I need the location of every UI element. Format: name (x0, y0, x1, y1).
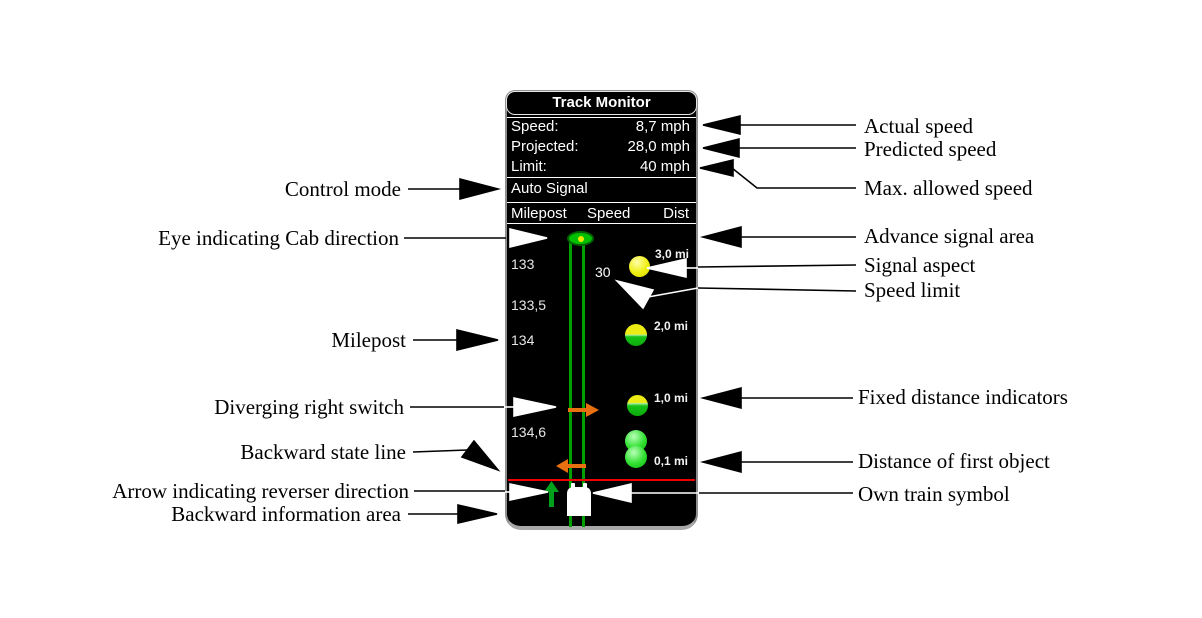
milepost-arrowhead (456, 328, 499, 352)
milepost-value: 134,6 (511, 424, 547, 440)
actual-speed-arrowhead (702, 114, 741, 136)
label-predicted-speed: Predicted speed (864, 137, 997, 161)
speed-info-area: Speed: 8,7 mph Projected: 28,0 mph Limit… (511, 118, 690, 178)
max-speed-arrowhead (699, 158, 734, 178)
backward-state-line (508, 479, 695, 481)
left-rail-line (569, 242, 572, 527)
first-object-arrowhead (699, 450, 742, 474)
speed-value: 8,7 mph (635, 118, 690, 135)
distance-value: 0,1 mi (654, 454, 689, 468)
label-own-train-symbol: Own train symbol (858, 482, 1010, 506)
right-rail-line (582, 242, 585, 527)
label-milepost: Milepost (331, 328, 406, 352)
limit-row: Limit: 40 mph (511, 158, 690, 178)
label-eye-cab-direction: Eye indicating Cab direction (158, 226, 399, 250)
label-signal-aspect: Signal aspect (864, 253, 976, 277)
label-control-mode: Control mode (284, 177, 401, 201)
label-fixed-distance-indicators: Fixed distance indicators (858, 385, 1068, 409)
speed-limit-arrow-line (697, 287, 857, 292)
backward-switch-icon (556, 459, 586, 473)
distance-value: 2,0 mi (654, 319, 689, 333)
backward-state-arrowhead (460, 439, 501, 472)
divider (507, 117, 696, 118)
signal-aspect-icon (629, 256, 650, 277)
divider (507, 223, 696, 224)
milepost-value: 133 (511, 256, 535, 272)
limit-value: 40 mph (639, 158, 690, 175)
divider (507, 202, 696, 203)
column-header-speed: Speed (587, 205, 631, 222)
signal-aspect-arrow-line (697, 264, 857, 268)
label-max-allowed-speed: Max. allowed speed (864, 176, 1033, 200)
label-speed-limit: Speed limit (864, 278, 961, 302)
backward-state-arrow-line (412, 449, 468, 453)
label-backward-state-line: Backward state line (240, 440, 406, 464)
speed-row: Speed: 8,7 mph (511, 118, 690, 138)
fixed-distance-arrowhead (699, 386, 742, 410)
own-train-symbol (567, 483, 591, 516)
projected-row: Projected: 28,0 mph (511, 138, 690, 158)
milepost-value: 134 (511, 332, 535, 348)
advance-signal-arrowhead (699, 225, 742, 249)
max-speed-arrow-line (731, 167, 856, 189)
label-backward-information-area: Backward information area (171, 502, 401, 526)
label-advance-signal-area: Advance signal area (864, 224, 1035, 248)
projected-value: 28,0 mph (627, 138, 690, 155)
label-diverging-right-switch: Diverging right switch (214, 395, 404, 419)
eye-pupil (578, 236, 584, 242)
label-actual-speed: Actual speed (864, 114, 974, 138)
control-mode-arrowhead (459, 177, 502, 201)
label-distance-of-first-object: Distance of first object (858, 449, 1050, 473)
track-monitor-window: Track Monitor Speed: 8,7 mph Projected: … (505, 90, 698, 530)
backward-info-arrowhead (457, 503, 498, 525)
distance-value: 1,0 mi (654, 391, 689, 405)
divider (507, 177, 696, 178)
track-monitor-titlebar[interactable]: Track Monitor (506, 91, 697, 115)
signal-aspect-icon (625, 324, 647, 346)
speed-label: Speed: (511, 118, 559, 135)
predicted-speed-arrowhead (702, 137, 740, 159)
column-header-dist: Dist (663, 205, 689, 222)
column-header-milepost: Milepost (511, 205, 567, 222)
distance-value: 3,0 mi (655, 247, 690, 261)
diverging-right-switch-icon (568, 403, 599, 417)
reverser-direction-arrow-icon (544, 481, 559, 507)
projected-label: Projected: (511, 138, 579, 155)
milepost-value: 133,5 (511, 297, 547, 313)
control-mode-value: Auto Signal (511, 180, 588, 197)
signal-speed-limit-value: 30 (595, 264, 611, 280)
cab-direction-eye-icon (567, 231, 594, 246)
limit-label: Limit: (511, 158, 547, 175)
signal-aspect-icon (625, 446, 647, 468)
label-reverser-direction: Arrow indicating reverser direction (112, 479, 409, 503)
signal-aspect-icon (627, 395, 648, 416)
